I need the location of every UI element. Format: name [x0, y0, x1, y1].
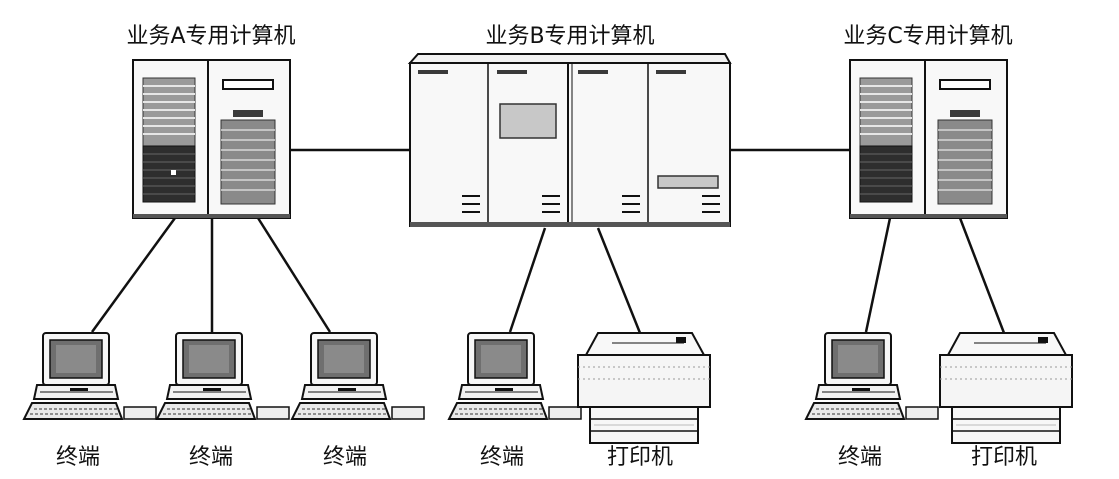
link-c-printer	[958, 217, 1006, 334]
terminal-b-label: 终端	[480, 445, 524, 470]
terminal-a-2-label: 终端	[189, 445, 233, 470]
printer-c	[939, 332, 1073, 444]
link-b-printer	[596, 227, 642, 334]
link-b-terminal	[508, 227, 547, 333]
link-a-terminal-3	[256, 217, 332, 333]
printer-b	[577, 332, 711, 444]
terminal-b-1	[448, 332, 582, 420]
terminal-a-1	[23, 332, 157, 420]
terminal-a-2	[156, 332, 290, 420]
connection-lines	[90, 148, 1006, 334]
terminal-a-3-label: 终端	[323, 445, 367, 470]
link-a-terminal-1	[90, 217, 177, 333]
printer-b-label: 打印机	[607, 445, 673, 470]
computer-a-label: 业务A专用计算机	[126, 24, 295, 49]
computer-a	[132, 59, 291, 219]
terminal-a-1-label: 终端	[56, 445, 100, 470]
computer-c	[849, 59, 1008, 219]
computer-c-label: 业务C专用计算机	[843, 24, 1012, 49]
terminal-a-3	[291, 332, 425, 420]
labels: 业务A专用计算机 业务B专用计算机 业务C专用计算机 终端 终端 终端 终端 打…	[56, 24, 1037, 470]
printer-c-label: 打印机	[971, 445, 1037, 470]
link-c-terminal	[864, 217, 892, 333]
terminal-c-1	[805, 332, 939, 420]
terminal-c-label: 终端	[838, 445, 882, 470]
computer-b-label: 业务B专用计算机	[485, 24, 654, 49]
computer-b	[407, 53, 732, 227]
